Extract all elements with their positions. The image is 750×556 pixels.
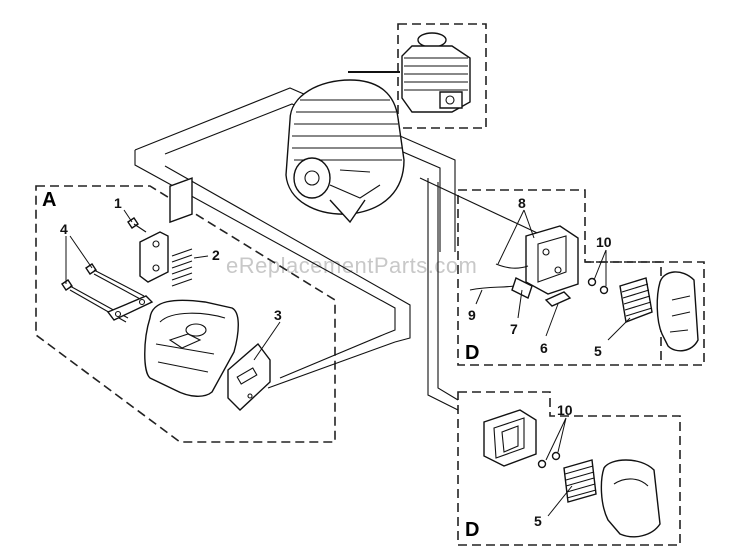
muffler-gasket — [227, 342, 271, 411]
section-label-d-lower: D — [465, 519, 479, 541]
screen-holder — [139, 231, 169, 283]
callout-5-upper: 5 — [594, 343, 602, 359]
callout-2: 2 — [212, 247, 220, 263]
engine-block — [285, 79, 405, 224]
air-filter-cover-upper — [656, 271, 699, 352]
cylinder-inset-boundary — [397, 23, 487, 129]
callout-10-upper: 10 — [596, 234, 612, 250]
fuel-line — [469, 263, 529, 291]
air-filter-lower — [563, 459, 597, 503]
callout-8: 8 — [518, 195, 526, 211]
section-d-upper-extension — [585, 261, 705, 366]
carburetor-screws-upper — [587, 277, 609, 295]
section-d-lower-boundary — [457, 391, 681, 546]
choke-knob — [544, 291, 572, 307]
air-filter-cover-lower — [600, 459, 661, 538]
muffler-bracket — [106, 295, 154, 321]
air-filter-upper — [619, 277, 653, 323]
section-label-a: A — [42, 189, 56, 211]
watermark: eReplacementParts.com — [226, 253, 477, 278]
callout-4: 4 — [60, 221, 68, 237]
cylinder — [401, 32, 471, 113]
callout-1: 1 — [114, 195, 122, 211]
callout-9: 9 — [468, 307, 476, 323]
section-label-d-upper: D — [465, 342, 479, 364]
carburetor-upper — [525, 225, 579, 295]
muffler-body — [144, 299, 239, 397]
callout-10-lower: 10 — [557, 402, 573, 418]
callout-6: 6 — [540, 340, 548, 356]
section-a-boundary — [35, 185, 336, 443]
callout-5-lower: 5 — [534, 513, 542, 529]
spark-arrester-screen — [169, 177, 193, 287]
carburetor-screws-lower — [537, 451, 561, 469]
callout-3: 3 — [274, 307, 282, 323]
callout-7: 7 — [510, 321, 518, 337]
bolts — [61, 263, 145, 323]
leader-lines — [65, 209, 631, 517]
carburetor-lower — [483, 409, 537, 467]
